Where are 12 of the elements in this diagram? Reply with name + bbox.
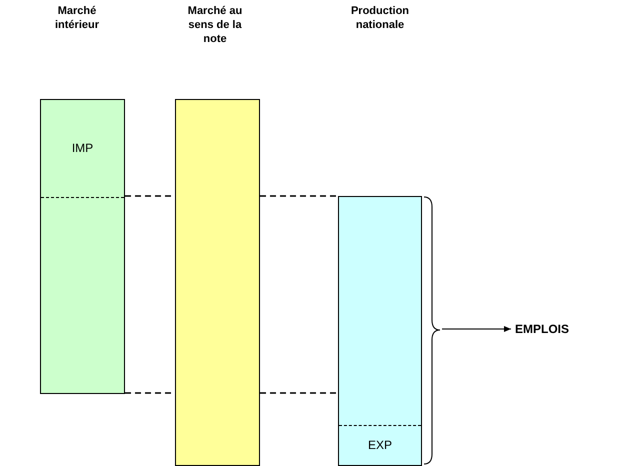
column-heading: Marché intérieur bbox=[54, 4, 100, 32]
bar-label: EXP bbox=[366, 438, 393, 452]
bar bbox=[338, 196, 422, 466]
column-heading: Marché au sens de la note bbox=[186, 4, 244, 46]
arrow bbox=[442, 326, 512, 332]
bar bbox=[175, 99, 260, 466]
bar bbox=[40, 99, 125, 394]
dashed-line bbox=[260, 195, 338, 197]
result-label: EMPLOIS bbox=[515, 322, 570, 336]
column-heading: Production nationale bbox=[350, 4, 410, 32]
bar-label: IMP bbox=[70, 140, 94, 154]
dashed-line bbox=[260, 392, 338, 394]
